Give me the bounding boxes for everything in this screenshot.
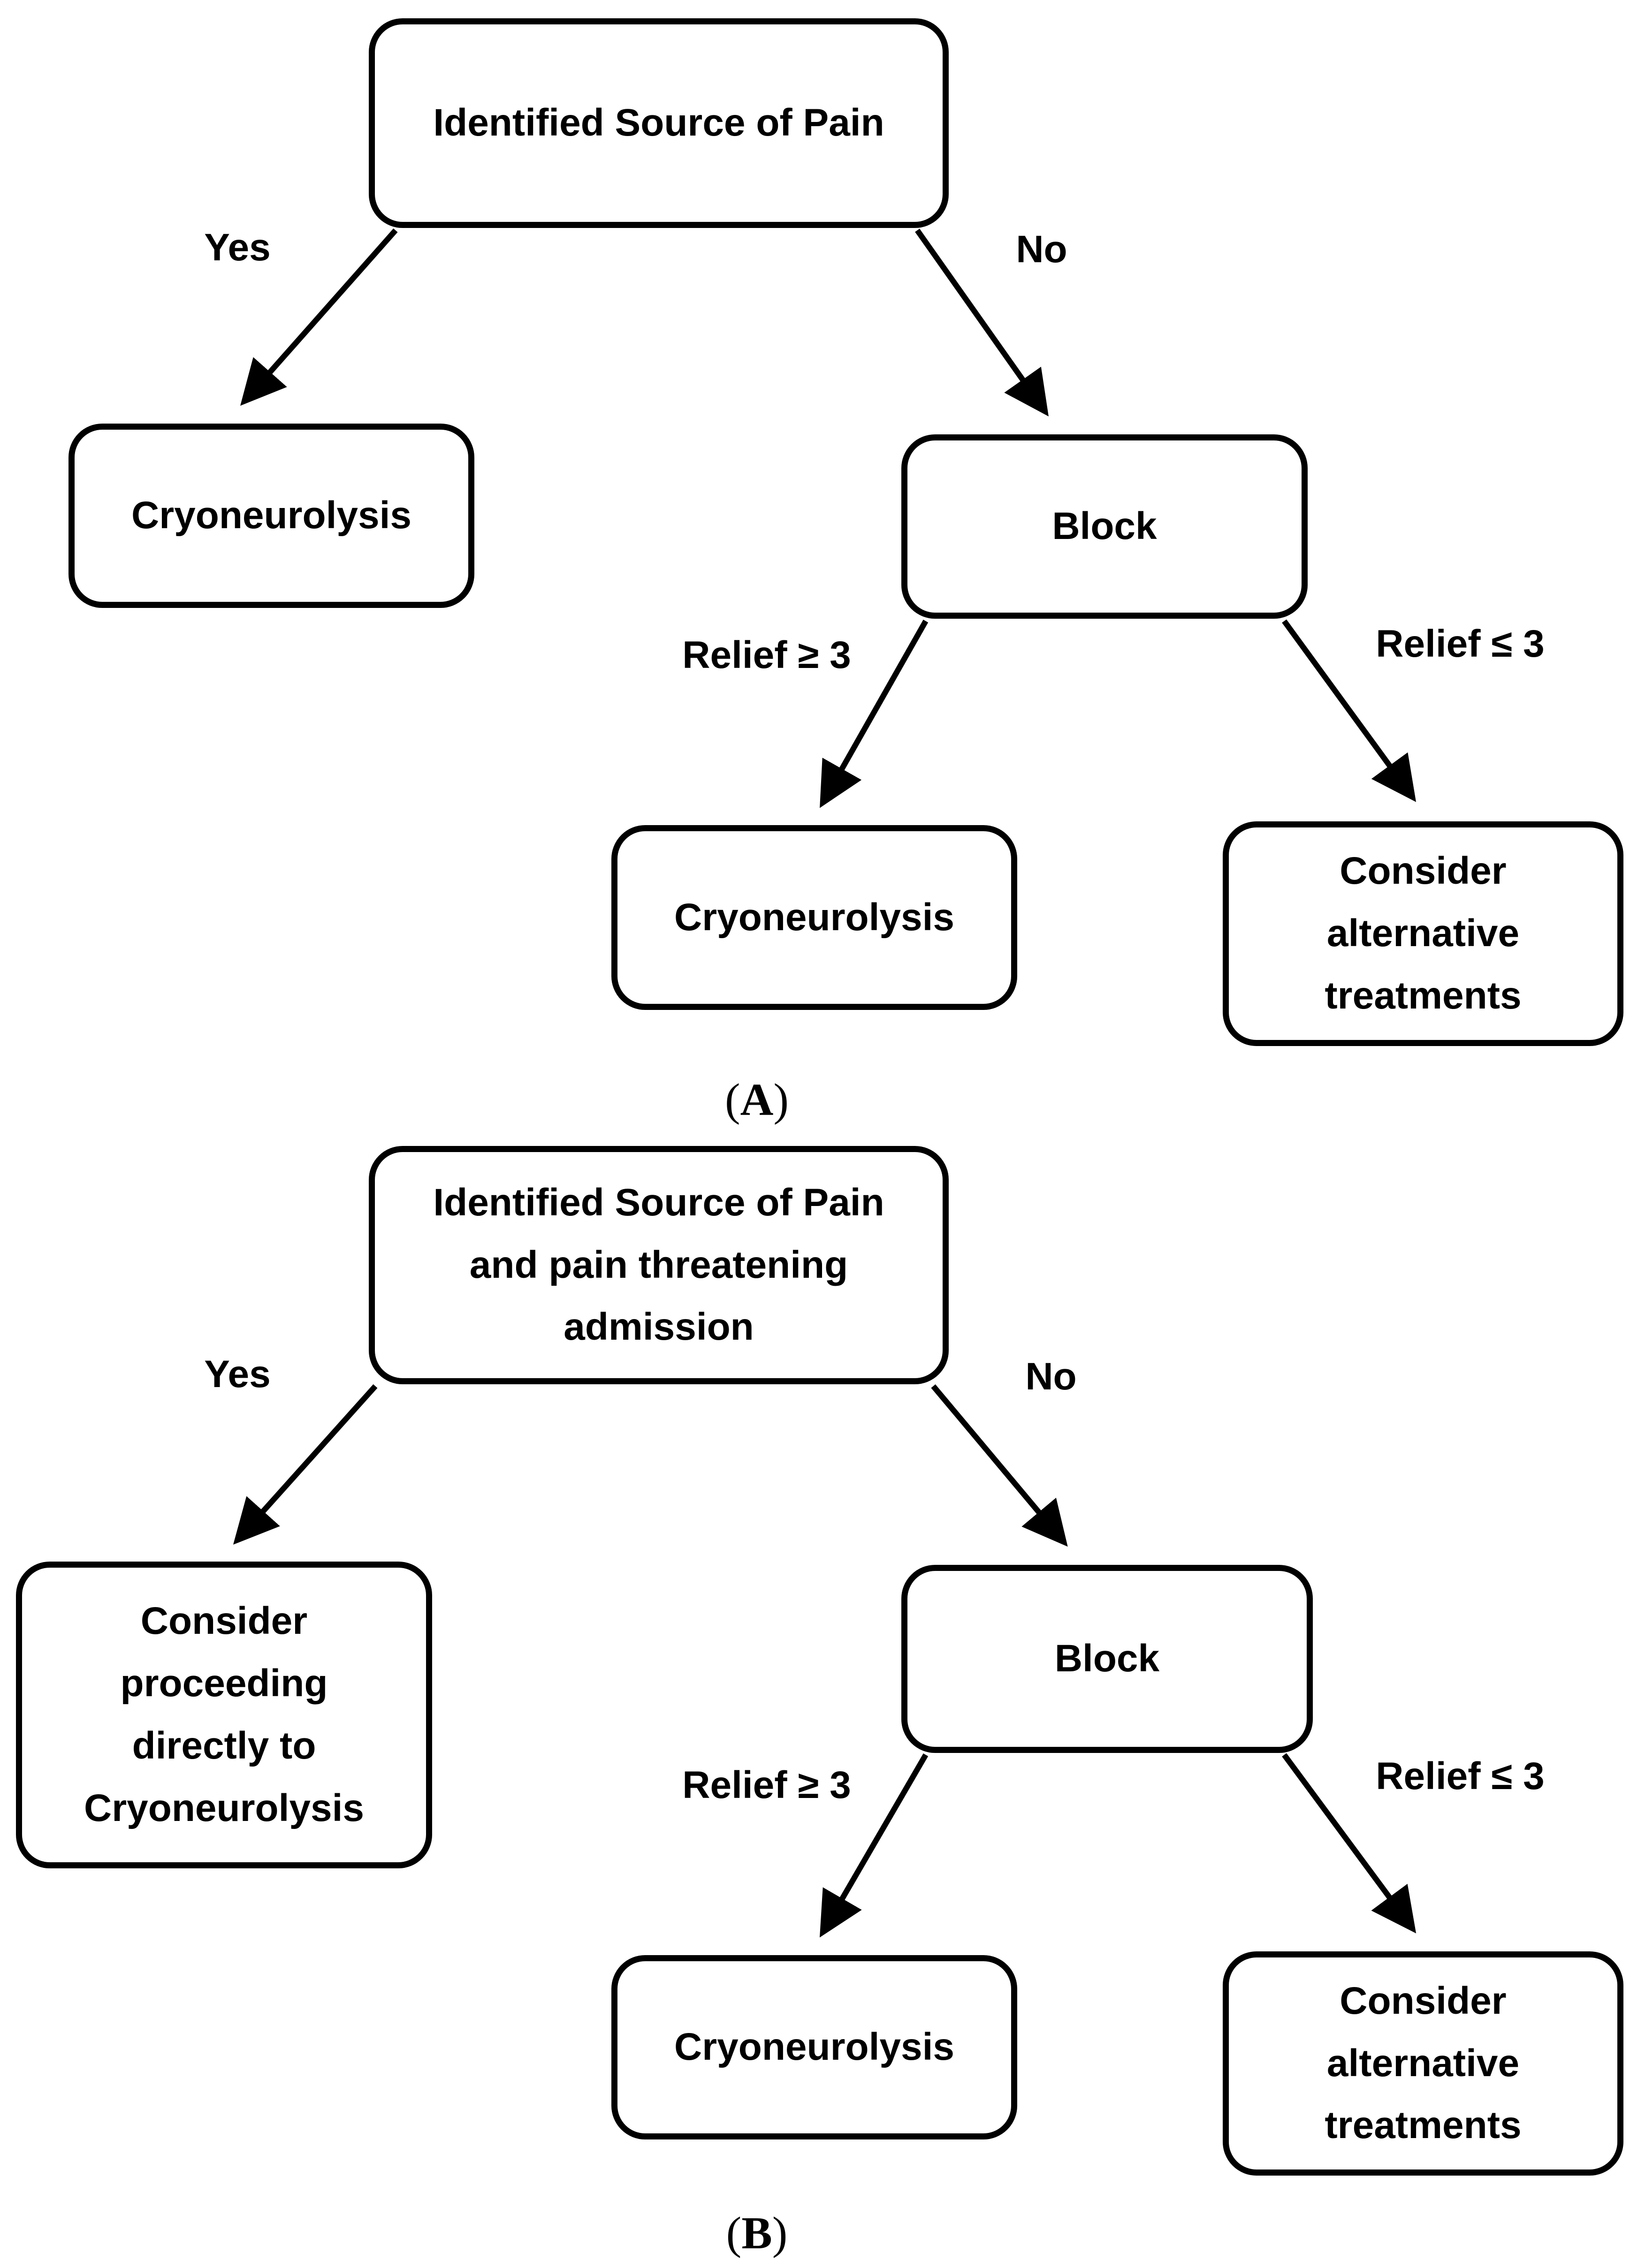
node-label-line: directly to [132,1724,316,1767]
node-a-consider-alternative-treatments: Consider alternative treatments [1223,821,1623,1046]
edge-label-a-relief-low: Relief ≤ 3 [1376,622,1545,665]
panel-a-caption: (A) [725,1074,789,1126]
node-label-line: Consider [140,1600,308,1643]
node-b-consider-proceeding-directly-to-cryoneurolysis: Consider proceeding directly to Cryoneur… [16,1562,432,1868]
caption-paren-close: ) [773,1075,789,1125]
caption-paren-open: ( [726,2208,742,2259]
caption-letter: B [741,2208,772,2259]
edge-b-no-arrow [931,1384,1068,1547]
node-label-line: treatments [1325,974,1522,1017]
edge-a-no-arrow [915,228,1049,417]
node-a-block: Block [901,434,1308,619]
node-label: Identified Source of Pain [433,101,884,144]
edge-label-b-relief-low: Relief ≤ 3 [1376,1755,1545,1798]
node-b-consider-alternative-treatments: Consider alternative treatments [1223,1951,1623,2176]
edge-b-relief-high-arrow [819,1753,929,1938]
node-label-line: alternative [1326,912,1520,955]
node-label-line: and pain threatening [469,1243,848,1286]
node-label-line: alternative [1326,2041,1520,2085]
edge-label-b-yes: Yes [204,1353,271,1396]
node-b-identified-source-and-pain-threatening-admission: Identified Source of Pain and pain threa… [369,1146,949,1384]
node-label: Cryoneurolysis [131,494,411,537]
caption-letter: A [740,1075,774,1125]
node-label-line: treatments [1325,2104,1522,2147]
edge-label-b-no: No [1025,1355,1077,1398]
node-label: Block [1054,1637,1160,1680]
node-label: Cryoneurolysis [674,2025,954,2069]
edge-label-b-relief-high: Relief ≥ 3 [682,1764,851,1806]
node-label: Block [1052,505,1157,548]
caption-paren-close: ) [772,2208,788,2259]
edge-label-a-yes: Yes [204,226,271,269]
node-b-cryoneurolysis-relief-high: Cryoneurolysis [611,1955,1017,2139]
edge-b-relief-low-arrow [1282,1753,1417,1934]
node-label-line: proceeding [120,1662,328,1705]
node-label: Cryoneurolysis [674,895,954,939]
edge-b-yes-arrow [233,1384,378,1545]
node-label-line: Consider [1340,1979,1507,2022]
node-b-block: Block [901,1565,1313,1753]
edge-a-relief-low-arrow [1282,619,1417,802]
node-a-cryoneurolysis-yes: Cryoneurolysis [69,424,474,608]
node-label-line: Cryoneurolysis [84,1786,364,1829]
edge-label-a-relief-high: Relief ≥ 3 [682,634,851,676]
panel-b-caption: (B) [726,2207,788,2260]
node-a-identified-source-of-pain: Identified Source of Pain [369,18,949,228]
node-label-line: admission [564,1305,754,1349]
edge-label-a-no: No [1016,228,1067,271]
node-label-line: Identified Source of Pain [433,1181,884,1224]
node-label-line: Consider [1340,850,1507,893]
edge-a-relief-high-arrow [820,620,929,808]
edge-a-yes-arrow [240,228,398,406]
caption-paren-open: ( [724,1075,740,1125]
node-a-cryoneurolysis-relief-high: Cryoneurolysis [611,825,1017,1010]
